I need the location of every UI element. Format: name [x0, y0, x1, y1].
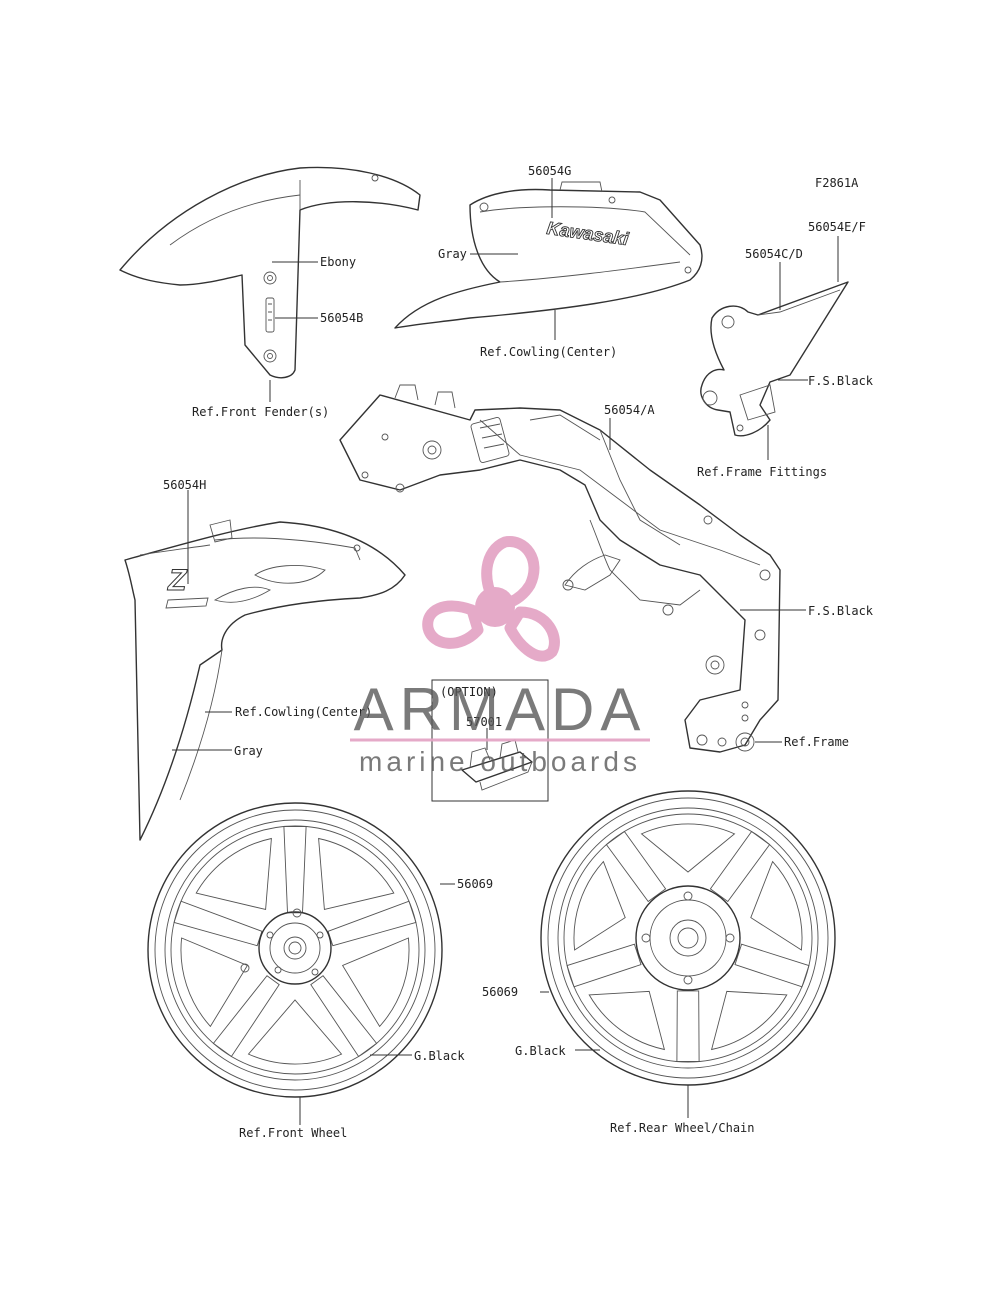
label-56054ef: 56054E/F [808, 220, 866, 234]
watermark: ARMADA marine outboards [350, 536, 650, 777]
wheel-window [750, 860, 803, 951]
main-frame [339, 384, 781, 753]
label-ebony: Ebony [320, 255, 356, 269]
wheel-window [341, 937, 410, 1028]
label-ref-front-fender: Ref.Front Fender(s) [192, 405, 329, 419]
front-wheel [147, 802, 443, 1098]
label-ref-cowling-left: Ref.Cowling(Center) [235, 705, 372, 719]
label-gblack-front: G.Black [414, 1049, 465, 1063]
figure-code: F2861A [815, 176, 859, 190]
side-cowling-left: Z [124, 519, 406, 841]
wheel-window [318, 837, 395, 911]
label-fs-black-top: F.S.Black [808, 374, 874, 388]
wheel-window [588, 990, 666, 1051]
label-57001: 57001 [466, 715, 502, 729]
frame-fittings [700, 281, 849, 437]
label-option: (OPTION) [440, 685, 498, 699]
wheel-spoke [709, 830, 771, 903]
label-56069-rear: 56069 [482, 985, 518, 999]
label-ref-cowling-top: Ref.Cowling(Center) [480, 345, 617, 359]
rear-wheel [540, 790, 836, 1086]
wheel-window [180, 937, 249, 1028]
wheel-spoke [734, 943, 810, 988]
wheel-window [195, 837, 272, 911]
label-ref-front-wheel: Ref.Front Wheel [239, 1126, 347, 1140]
label-56054a: 56054/A [604, 403, 655, 417]
label-56054g: 56054G [528, 164, 571, 178]
wheel-spoke [566, 943, 642, 988]
wheel-spoke [605, 830, 667, 903]
label-ref-rear-wheel: Ref.Rear Wheel/Chain [610, 1121, 755, 1135]
wheel-spoke [283, 826, 307, 914]
kawasaki-decal: Kawasaki [546, 218, 631, 249]
label-fs-black-mid: F.S.Black [808, 604, 874, 618]
wheel-window [573, 860, 626, 951]
label-ref-frame-fittings: Ref.Frame Fittings [697, 465, 827, 479]
wheel-spoke [212, 975, 280, 1058]
label-56054cd: 56054C/D [745, 247, 803, 261]
propeller-logo-icon [422, 536, 560, 662]
wheel-spoke [676, 990, 700, 1062]
watermark-title: ARMADA [354, 676, 647, 743]
center-cowling-top [394, 181, 703, 329]
label-56069-front: 56069 [457, 877, 493, 891]
wheel-spoke [310, 975, 378, 1058]
label-56054b: 56054B [320, 311, 363, 325]
z-logo-decal: Z [167, 564, 188, 597]
wheel-window [640, 823, 736, 873]
front-fender [119, 166, 421, 379]
label-ref-frame: Ref.Frame [784, 735, 849, 749]
wheel-window [710, 990, 788, 1051]
label-gray-left: Gray [234, 744, 263, 758]
label-gray-top: Gray [438, 247, 467, 261]
wheel-spoke [327, 900, 417, 947]
wheel-window [247, 999, 343, 1065]
watermark-subtitle: marine outboards [359, 746, 641, 777]
wheel-spoke [173, 900, 263, 947]
label-56054h: 56054H [163, 478, 206, 492]
label-gblack-rear: G.Black [515, 1044, 566, 1058]
